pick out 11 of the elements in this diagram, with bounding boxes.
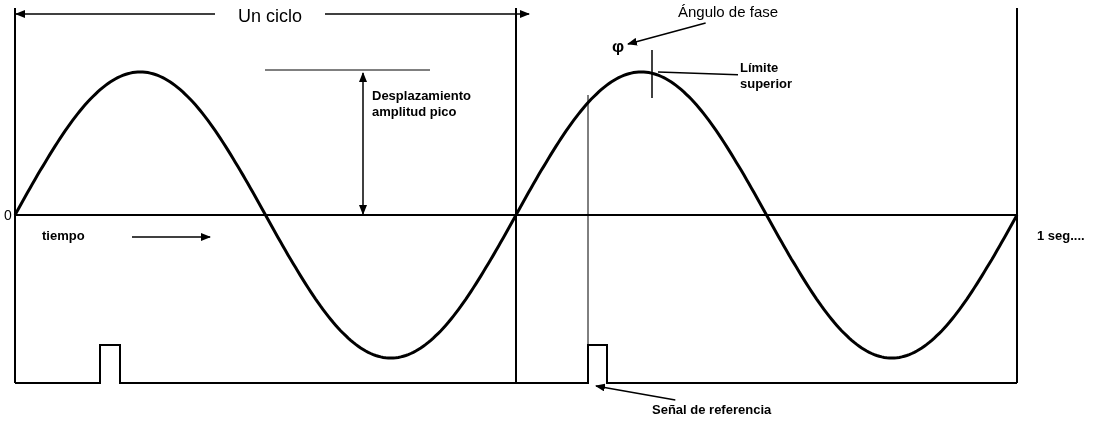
callout-label: Ángulo de fase <box>678 2 818 21</box>
leader-arrow <box>595 383 677 401</box>
leader-arrow <box>627 22 707 46</box>
callout-label: Límite superior <box>740 60 810 92</box>
axis-label: 0 <box>4 206 12 224</box>
callout-label: Señal de referencia <box>652 402 812 418</box>
axis-label: tiempo <box>42 228 85 244</box>
amplitude-label: Desplazamiento amplitud pico <box>372 88 472 120</box>
phase-symbol: φ <box>612 36 626 57</box>
axis-label: 1 seg.... <box>1037 228 1086 244</box>
leader-line <box>657 71 739 76</box>
